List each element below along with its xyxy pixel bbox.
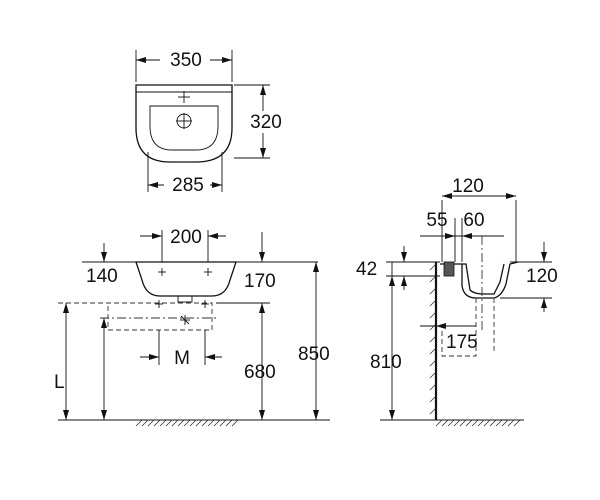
basin-front-outline: [135, 261, 237, 297]
basin-top-outline: [135, 84, 233, 163]
dim-side-basin-height: 120: [526, 266, 558, 287]
basin-top-inner-bowl: [149, 105, 219, 151]
waste-center-icon: [180, 315, 190, 325]
dim-inlet-l: L: [54, 372, 65, 393]
wall-bracket: [443, 261, 455, 277]
front-floor-hatch: [135, 419, 239, 427]
dim-side-bracket-height: 42: [356, 259, 377, 280]
front-tap-hole-right-icon: [204, 268, 212, 276]
supply-right-icon: [201, 300, 209, 308]
side-view: 120 55 60 42 120 175 810: [356, 176, 558, 427]
supply-left-icon: [155, 300, 163, 308]
trap-dashed-outline: [58, 302, 213, 331]
dim-rim-height: 850: [298, 344, 330, 365]
side-trap-dashed: [441, 298, 477, 357]
dim-rim-left: 140: [86, 266, 118, 287]
side-floor-hatch: [435, 419, 521, 427]
dim-side-floor-height: 810: [370, 352, 402, 373]
wall-hatch: [429, 263, 437, 415]
tap-hole-icon: [178, 91, 190, 103]
front-tap-hole-left-icon: [158, 268, 166, 276]
dim-side-offset-b: 60: [463, 210, 484, 231]
dim-trap-m: M: [174, 348, 190, 369]
dim-tap-spacing: 200: [170, 227, 202, 248]
basin-side-outline: [440, 261, 519, 299]
dim-top-width: 350: [170, 50, 202, 71]
dim-side-waste-offset: 175: [446, 332, 478, 353]
top-view: 350 320 285: [135, 48, 290, 196]
waste-outlet: [177, 295, 193, 303]
dim-side-offset-a: 55: [426, 210, 447, 231]
dim-rim-right: 170: [244, 271, 276, 292]
dim-top-inner-width: 285: [172, 175, 204, 196]
dim-top-depth: 320: [250, 112, 282, 133]
dim-side-projection: 120: [452, 176, 484, 197]
dim-waste-height: 680: [244, 362, 276, 383]
front-view: 200 140 170 M: [54, 227, 330, 427]
